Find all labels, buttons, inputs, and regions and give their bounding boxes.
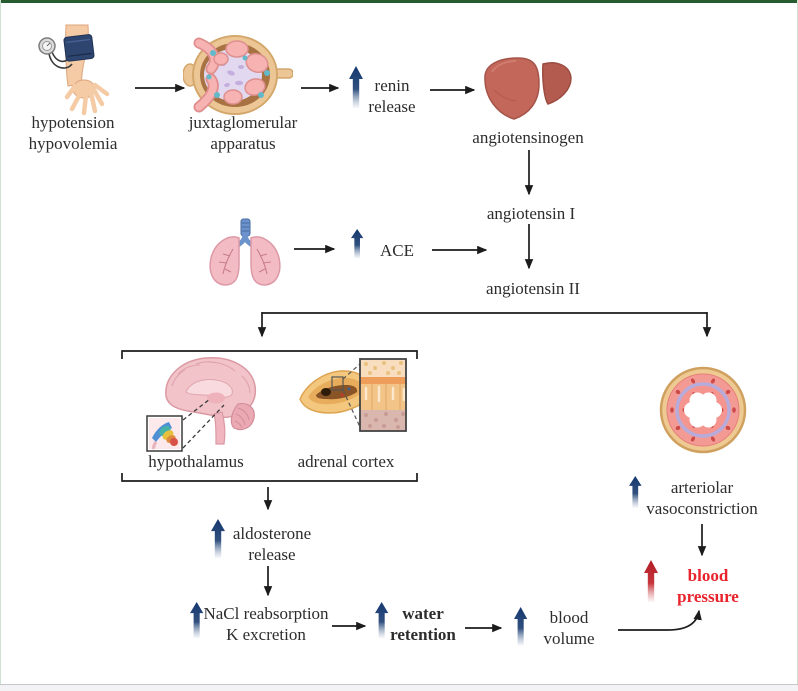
label-blood-pressure: blood pressure	[677, 566, 739, 606]
up-arrow-renin	[349, 66, 363, 108]
left-border	[0, 0, 1, 691]
juxtaglomerular-apparatus-icon	[183, 35, 293, 115]
up-arrow-vasoconstriction	[629, 476, 642, 508]
top-border	[0, 0, 798, 3]
up-arrow-nacl	[190, 602, 204, 639]
label-hypothalamus: hypothalamus	[148, 452, 244, 471]
label-angiotensinogen: angiotensinogen	[472, 128, 584, 147]
up-arrow-water-retention	[375, 602, 389, 639]
label-aldosterone-release: aldosterone release	[232, 524, 312, 564]
label-blood-volume: blood volume	[543, 608, 595, 648]
label-arteriolar-vasoconstriction: arteriolar vasoconstriction	[646, 478, 758, 518]
bottom-strip	[0, 685, 798, 691]
arteriole-cross-section-icon	[659, 366, 747, 454]
adrenal-cortex-icon	[299, 358, 407, 432]
label-angiotensin-i: angiotensin I	[486, 204, 576, 223]
bottom-divider	[0, 684, 798, 685]
label-angiotensin-ii: angiotensin II	[486, 279, 580, 298]
label-nacl-reabsorption-k-excretion: NaCl reabsorption K excretion	[203, 604, 329, 644]
label-juxtaglomerular-apparatus: juxtaglomerular apparatus	[188, 113, 298, 153]
label-ace: ACE	[380, 241, 414, 260]
label-water-retention: water retention	[390, 604, 456, 644]
up-arrow-aldosterone	[211, 519, 225, 559]
lungs-icon	[209, 218, 281, 286]
up-arrow-blood-pressure	[644, 560, 658, 602]
label-hypotension-hypovolemia: hypotension hypovolemia	[28, 113, 118, 153]
arrow-bloodvolume-to-bp-curved	[618, 609, 702, 631]
bracket-top	[121, 350, 418, 359]
label-adrenal-cortex: adrenal cortex	[297, 452, 395, 471]
arm-blood-pressure-cuff-icon	[38, 24, 110, 116]
up-arrow-blood-volume	[514, 607, 528, 646]
label-renin-release: renin release	[368, 76, 416, 116]
brain-hypothalamus-icon	[146, 357, 257, 452]
bracket-bottom	[121, 473, 418, 482]
up-arrow-ace	[351, 229, 364, 259]
liver-icon	[484, 57, 572, 120]
